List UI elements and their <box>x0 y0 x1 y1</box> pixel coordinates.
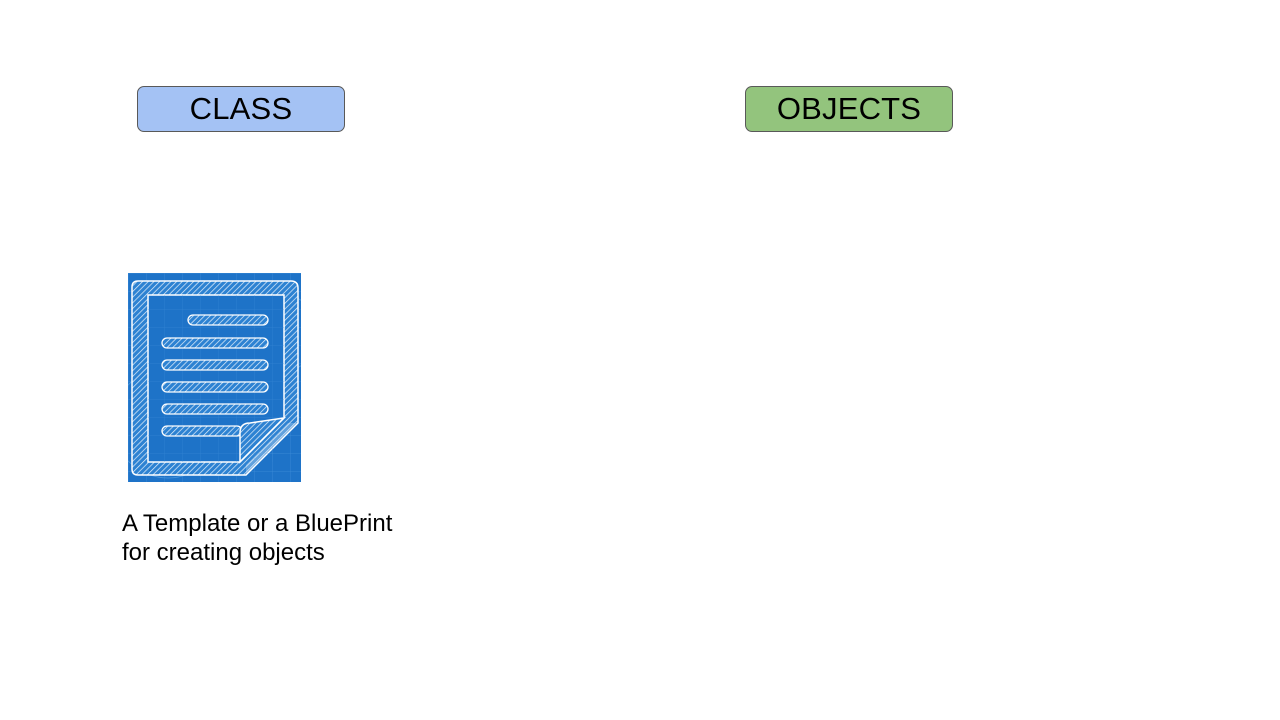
blueprint-document-icon <box>128 273 301 482</box>
objects-label-box: OBJECTS <box>745 86 953 132</box>
caption-line-1: A Template or a BluePrint <box>122 510 393 537</box>
class-description: A Template or a BluePrint for creating o… <box>122 509 482 567</box>
class-label: CLASS <box>189 91 293 126</box>
objects-label: OBJECTS <box>776 91 922 126</box>
class-label-box: CLASS <box>137 86 345 132</box>
caption-line-2: for creating objects <box>122 539 325 566</box>
